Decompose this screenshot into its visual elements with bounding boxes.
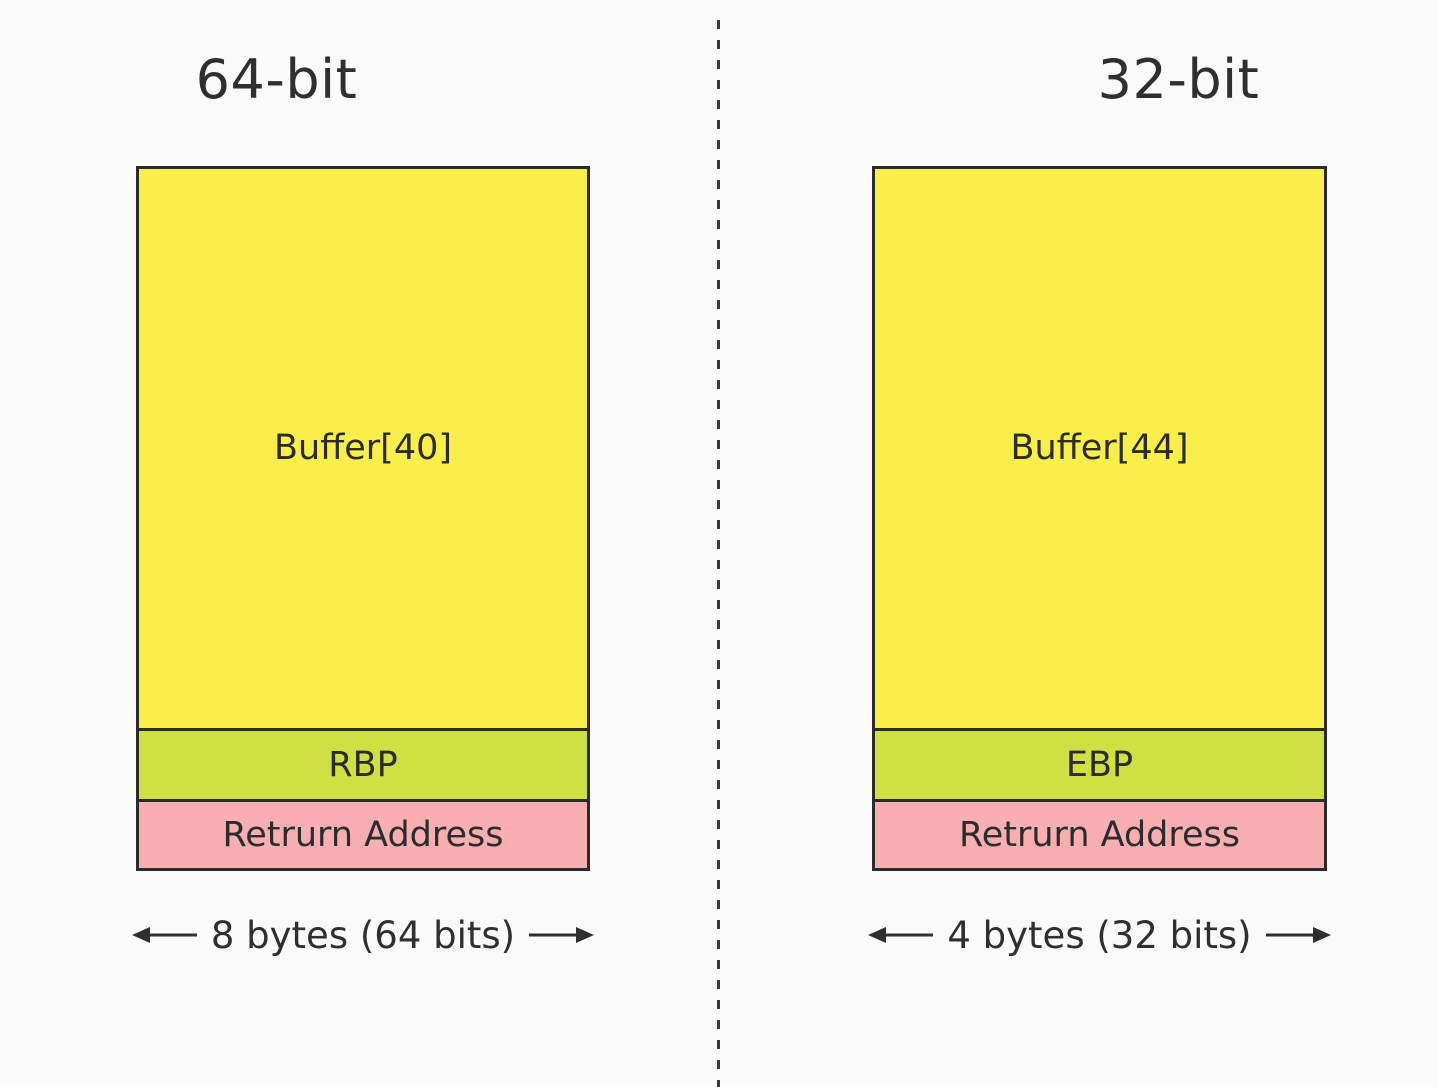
stack-cell-return-address-label: Retrurn Address [958, 814, 1241, 855]
width-measure-32-bit: 4 bytes (32 bits) [866, 900, 1333, 970]
stack-cell-return-address: Retrurn Address [139, 802, 587, 868]
stack-cell-base-pointer-label: RBP [328, 744, 398, 785]
stack-cell-buffer: Buffer[44] [875, 169, 1324, 731]
stack-cell-buffer-label: Buffer[44] [1010, 428, 1189, 468]
panel-title-64-bit: 64-bit [195, 48, 358, 111]
stack-frame-64-bit: Buffer[40] RBP Retrurn Address [136, 166, 590, 871]
stack-cell-base-pointer: RBP [139, 731, 587, 802]
panel-64-bit: 64-bit Buffer[40] RBP Retrurn Address 8 … [0, 0, 717, 1087]
dashed-vertical-line-icon [717, 20, 720, 1087]
stack-cell-buffer: Buffer[40] [139, 169, 587, 731]
stack-cell-return-address-label: Retrurn Address [222, 814, 504, 855]
stack-frame-32-bit: Buffer[44] EBP Retrurn Address [872, 166, 1327, 871]
stack-cell-return-address: Retrurn Address [875, 802, 1324, 868]
stack-cell-base-pointer: EBP [875, 731, 1324, 802]
width-measure-64-bit: 8 bytes (64 bits) [130, 900, 596, 970]
panel-32-bit: 32-bit Buffer[44] EBP Retrurn Address 4 … [720, 0, 1437, 1087]
panel-title-32-bit: 32-bit [1097, 48, 1260, 111]
stack-cell-base-pointer-label: EBP [1065, 744, 1134, 785]
stack-cell-buffer-label: Buffer[40] [273, 428, 453, 468]
width-measure-label-64-bit: 8 bytes (64 bits) [196, 916, 530, 954]
width-measure-label-32-bit: 4 bytes (32 bits) [933, 916, 1266, 954]
